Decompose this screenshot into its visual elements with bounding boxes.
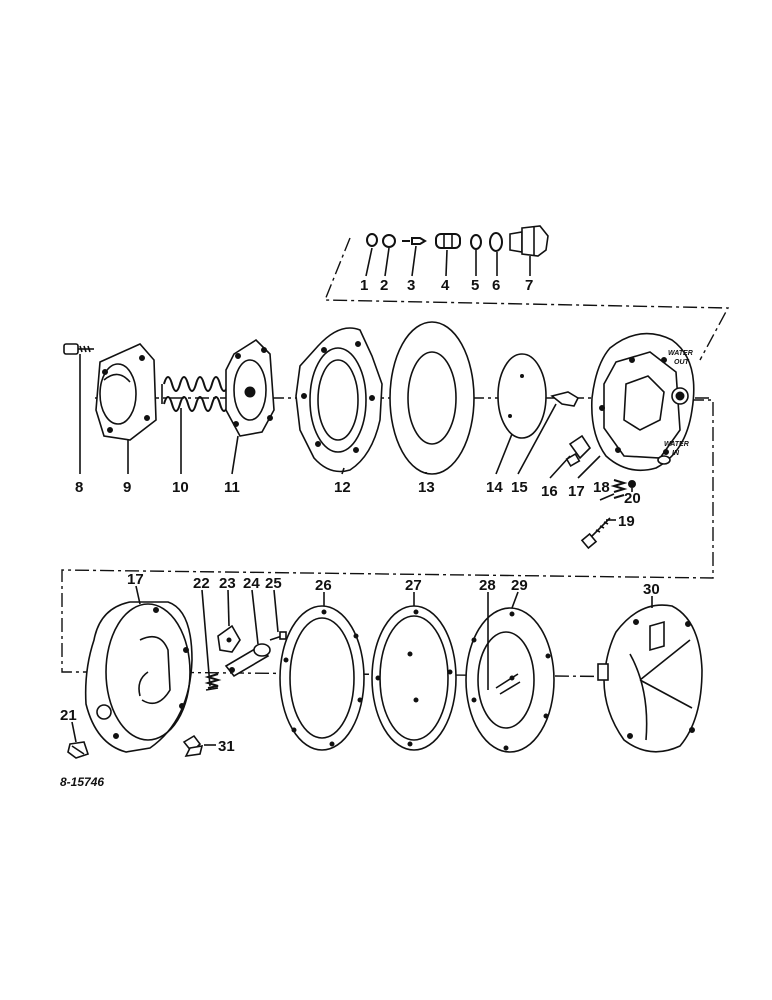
callout-17-lower: 17 <box>127 571 144 588</box>
part-4-spacer <box>435 233 461 249</box>
water-in-sub-marking: IN <box>672 450 680 457</box>
callout-17-upper: 17 <box>568 483 585 500</box>
part-13-gasket <box>389 321 475 475</box>
part-31-wing-nut <box>182 734 204 758</box>
callout-2: 2 <box>380 277 388 294</box>
callout-24: 24 <box>243 575 260 592</box>
part-12-housing-cover <box>295 327 383 473</box>
part-6-gasket <box>489 232 503 252</box>
part-23-bracket <box>217 624 241 653</box>
callout-13: 13 <box>418 479 435 496</box>
part-11-diaphragm <box>225 338 275 437</box>
part-2-seat <box>382 234 396 248</box>
part-16-fitting <box>565 434 592 468</box>
callout-10: 10 <box>172 479 189 496</box>
callout-21: 21 <box>60 707 77 724</box>
part-27-plate <box>371 605 457 751</box>
drawing-code: 8-15746 <box>60 775 104 789</box>
callout-4: 4 <box>441 277 450 294</box>
callout-8: 8 <box>75 479 83 496</box>
part-18-spring <box>610 479 628 499</box>
callout-9: 9 <box>123 479 131 496</box>
callout-7: 7 <box>525 277 533 294</box>
callout-22: 22 <box>193 575 210 592</box>
part-14-disc <box>497 353 547 439</box>
callout-leader-lines <box>71 245 653 746</box>
valve-parts-group <box>366 225 549 257</box>
callout-6: 6 <box>492 277 500 294</box>
part-8-bolt <box>63 343 94 355</box>
part-22-spring <box>204 673 222 691</box>
callout-31: 31 <box>218 738 235 755</box>
callout-29: 29 <box>511 577 528 594</box>
callout-16: 16 <box>541 483 558 500</box>
part-9-cover <box>95 343 157 441</box>
water-in-marking: WATER <box>664 441 689 448</box>
part-24-lever <box>224 643 271 678</box>
part-1-ball <box>366 233 378 247</box>
part-26-gasket <box>279 605 365 751</box>
callout-12: 12 <box>334 479 351 496</box>
part-21-plug <box>67 741 90 759</box>
callout-23: 23 <box>219 575 236 592</box>
callout-19: 19 <box>618 513 635 530</box>
callout-20: 20 <box>624 490 641 507</box>
water-out-marking: WATER <box>668 350 693 357</box>
callout-11: 11 <box>224 479 240 496</box>
callout-25: 25 <box>265 575 282 592</box>
part-19-screw <box>580 517 611 550</box>
callout-14: 14 <box>486 479 503 496</box>
callout-28: 28 <box>479 577 496 594</box>
part-25-screw <box>269 631 287 641</box>
callout-30: 30 <box>643 581 660 598</box>
part-30-end-cover <box>597 604 703 753</box>
water-out-sub-marking: OUT <box>674 359 690 366</box>
callout-1: 1 <box>360 277 368 294</box>
callout-5: 5 <box>471 277 479 294</box>
part-28-29-plate-assembly <box>465 607 555 753</box>
part-20-ball <box>628 480 636 488</box>
part-7-plug <box>509 225 549 257</box>
callout-18: 18 <box>593 479 610 496</box>
callout-15: 15 <box>511 479 528 496</box>
callout-27: 27 <box>405 577 422 594</box>
part-15-key <box>550 391 580 407</box>
part-3-spring <box>402 237 427 245</box>
part-5-washer <box>470 234 482 250</box>
callout-labels: 1 2 3 4 5 6 7 8 9 10 11 12 13 14 15 16 1… <box>60 277 660 789</box>
callout-3: 3 <box>407 277 415 294</box>
callout-26: 26 <box>315 577 332 594</box>
part-17-pump-body: WATER OUT WATER IN <box>590 332 695 472</box>
part-17-pump-housing-lower <box>84 601 193 753</box>
